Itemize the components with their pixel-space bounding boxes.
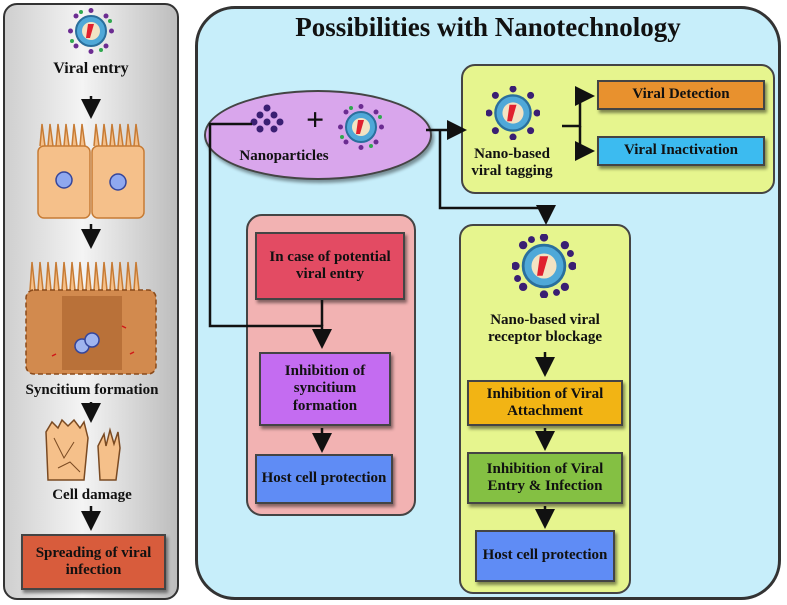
viral-inactivation-box: Viral Inactivation	[597, 136, 765, 166]
spreading-infection-box: Spreading of viral infection	[21, 534, 166, 590]
inhibition-entry-infection-box: Inhibition of Viral Entry & Infection	[467, 452, 623, 504]
host-cell-protection-box: Host cell protection	[255, 454, 393, 504]
syncytium-formation-label: Syncitium formation	[25, 382, 159, 398]
viral-detection-box: Viral Detection	[597, 80, 765, 110]
tagged-virus-icon	[486, 86, 540, 140]
potential-viral-entry-box: In case of potential viral entry	[255, 232, 405, 300]
cell-damage-label: Cell damage	[52, 487, 132, 503]
nanoparticles-label: Nanoparticles	[239, 148, 329, 164]
receptor-blockage-label: Nano-based viral receptor blockage	[487, 312, 602, 346]
damaged-cell-illustration	[45, 418, 121, 481]
blocked-virus-icon	[512, 234, 576, 298]
nanoparticle-cluster-icon	[250, 104, 284, 133]
inhibition-syncytium-box: Inhibition of syncitium formation	[259, 352, 391, 426]
plus-icon: +	[306, 101, 325, 137]
viral-entry-label: Viral entry	[53, 60, 129, 77]
viral-tagging-label: Nano-based viral tagging	[471, 146, 553, 179]
virus-icon	[68, 8, 114, 54]
virus-icon	[338, 104, 384, 150]
host-cell-protection-box-2: Host cell protection	[475, 530, 615, 582]
syncytium-illustration	[25, 261, 157, 375]
inhibition-attachment-box: Inhibition of Viral Attachment	[467, 380, 623, 426]
host-cells-illustration	[37, 123, 145, 219]
page-title: Possibilities with Nanotechnology	[295, 12, 681, 42]
